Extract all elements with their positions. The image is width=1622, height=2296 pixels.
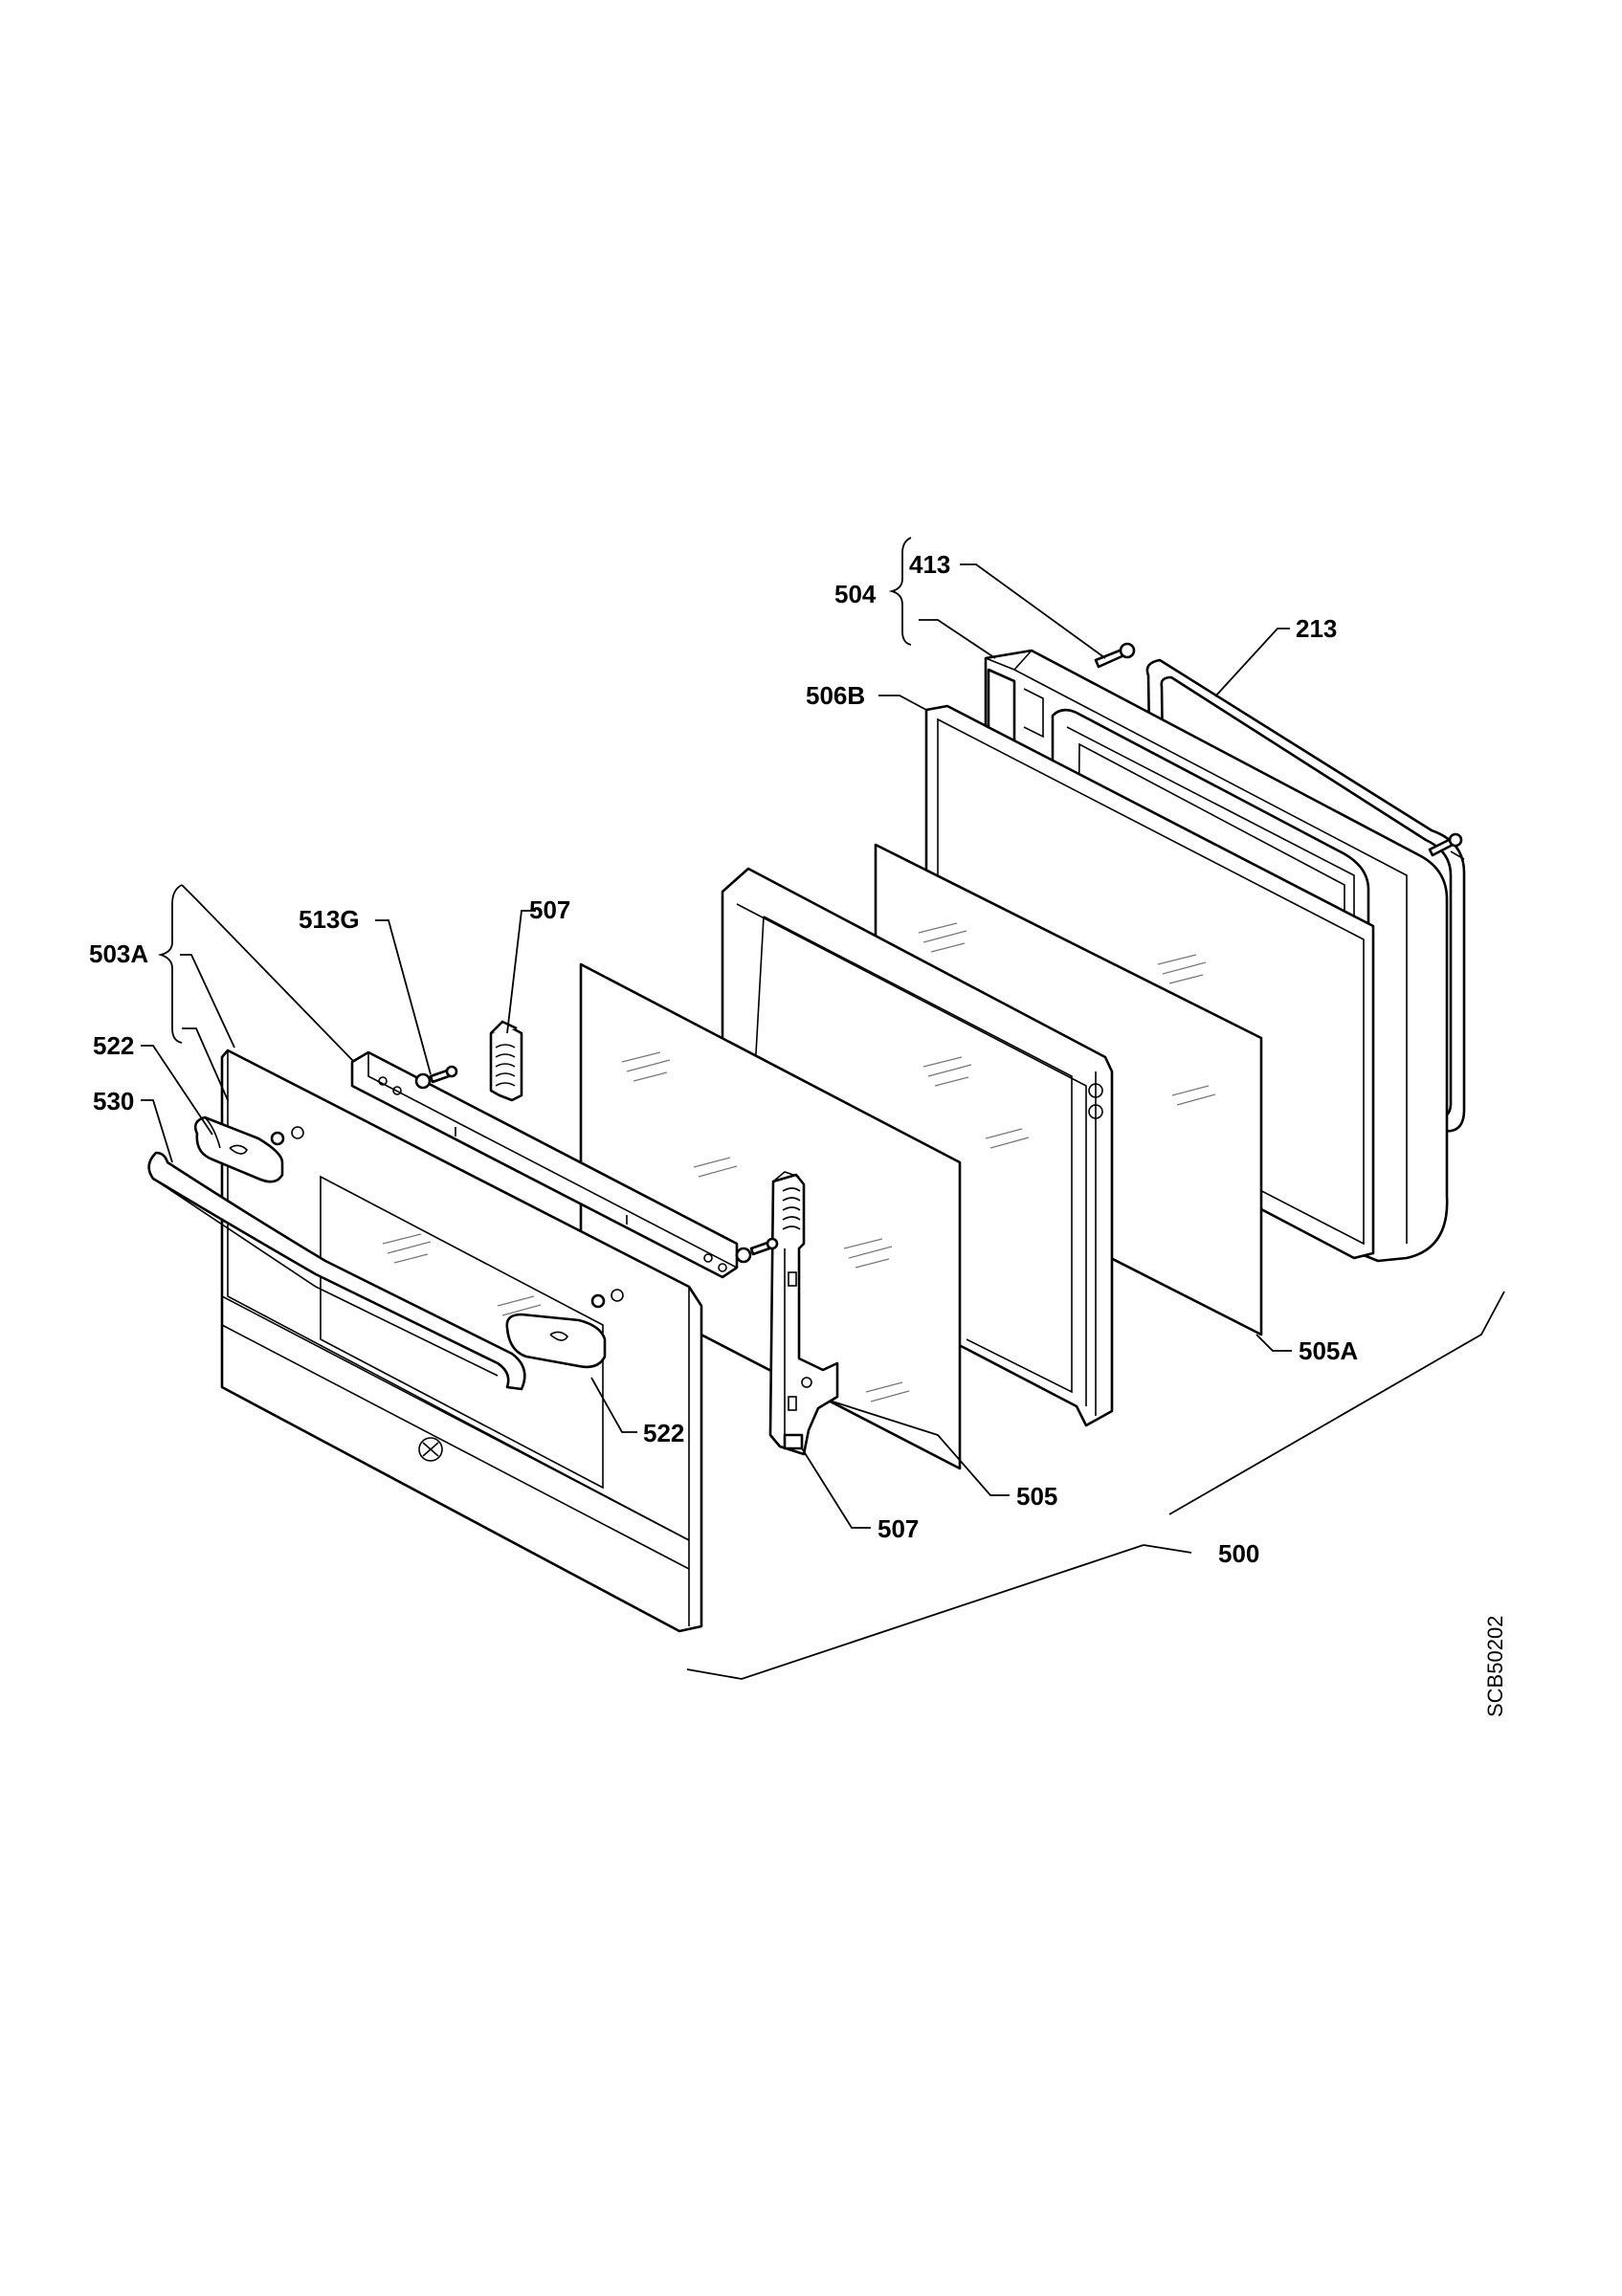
drawing-code: SCB50202	[1483, 1616, 1507, 1717]
label-504: 504	[834, 580, 877, 608]
label-522-right: 522	[643, 1419, 684, 1447]
label-530: 530	[93, 1087, 134, 1115]
label-507-bottom: 507	[878, 1514, 919, 1543]
label-505: 505	[1016, 1482, 1057, 1511]
label-503A: 503A	[89, 939, 148, 968]
label-507-top: 507	[529, 895, 570, 924]
label-513G: 513G	[299, 905, 360, 934]
handle-bracket-522-right	[505, 1313, 607, 1369]
hinge-507-bottom	[768, 1171, 839, 1456]
label-413: 413	[909, 550, 950, 579]
hinge-507-top	[489, 1020, 523, 1102]
door-handle-530	[147, 1151, 526, 1391]
label-522-left: 522	[93, 1031, 134, 1060]
assembly-bracket-500	[686, 1291, 1505, 1680]
label-500: 500	[1218, 1539, 1259, 1568]
label-506B: 506B	[806, 681, 865, 710]
brand-logo-icon	[418, 1437, 443, 1462]
brace-504	[888, 537, 912, 646]
screw-413	[1094, 642, 1136, 669]
hinge-bracket-513G	[350, 1050, 739, 1279]
leader-lines	[141, 563, 1292, 1529]
handle-bracket-522-left	[193, 1115, 284, 1183]
label-213: 213	[1296, 614, 1337, 643]
screw-413-seal	[1428, 832, 1463, 857]
screw-513G	[414, 1065, 779, 1264]
label-505A: 505A	[1299, 1336, 1358, 1365]
brace-503A	[157, 884, 183, 1044]
